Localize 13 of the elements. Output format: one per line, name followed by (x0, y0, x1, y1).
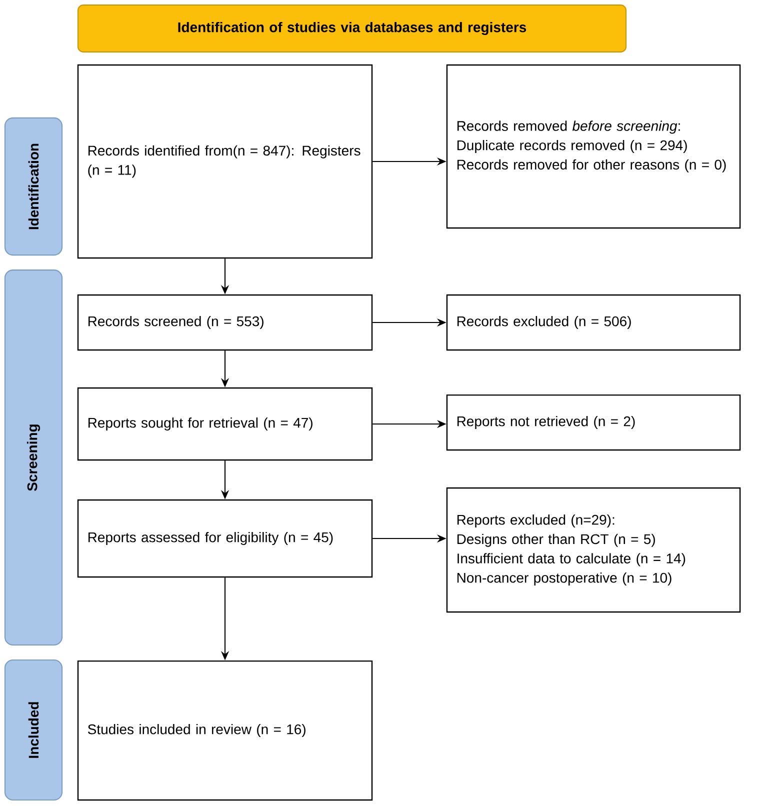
process-box: Records removed before screening: Duplicate records removed (n = 294) Records removed for other reasons (n = 0) (446, 64, 741, 229)
phase-label: Included (4, 659, 63, 801)
process-box: Reports excluded (n=29): Designs other than RCT (n = 5) Insufficient data to calculate (n = 14) Non-cancer postoperative (n = 10) (446, 487, 741, 613)
process-box: Records screened (n = 553) (77, 294, 373, 351)
process-box: Reports not retrieved (n = 2) (446, 394, 741, 451)
phase-label: Identification (4, 117, 63, 256)
process-box: Records identified from(n = 847): Registers (n = 11) (77, 64, 373, 259)
process-box: Records excluded (n = 506) (446, 294, 741, 351)
process-box: Reports assessed for eligibility (n = 45) (77, 499, 373, 578)
process-box: Reports sought for retrieval (n = 47) (77, 387, 373, 461)
section-banner: Identification of studies via databases and registers (77, 4, 627, 52)
phase-label: Screening (4, 270, 63, 646)
process-box: Studies included in review (n = 16) (77, 660, 373, 801)
